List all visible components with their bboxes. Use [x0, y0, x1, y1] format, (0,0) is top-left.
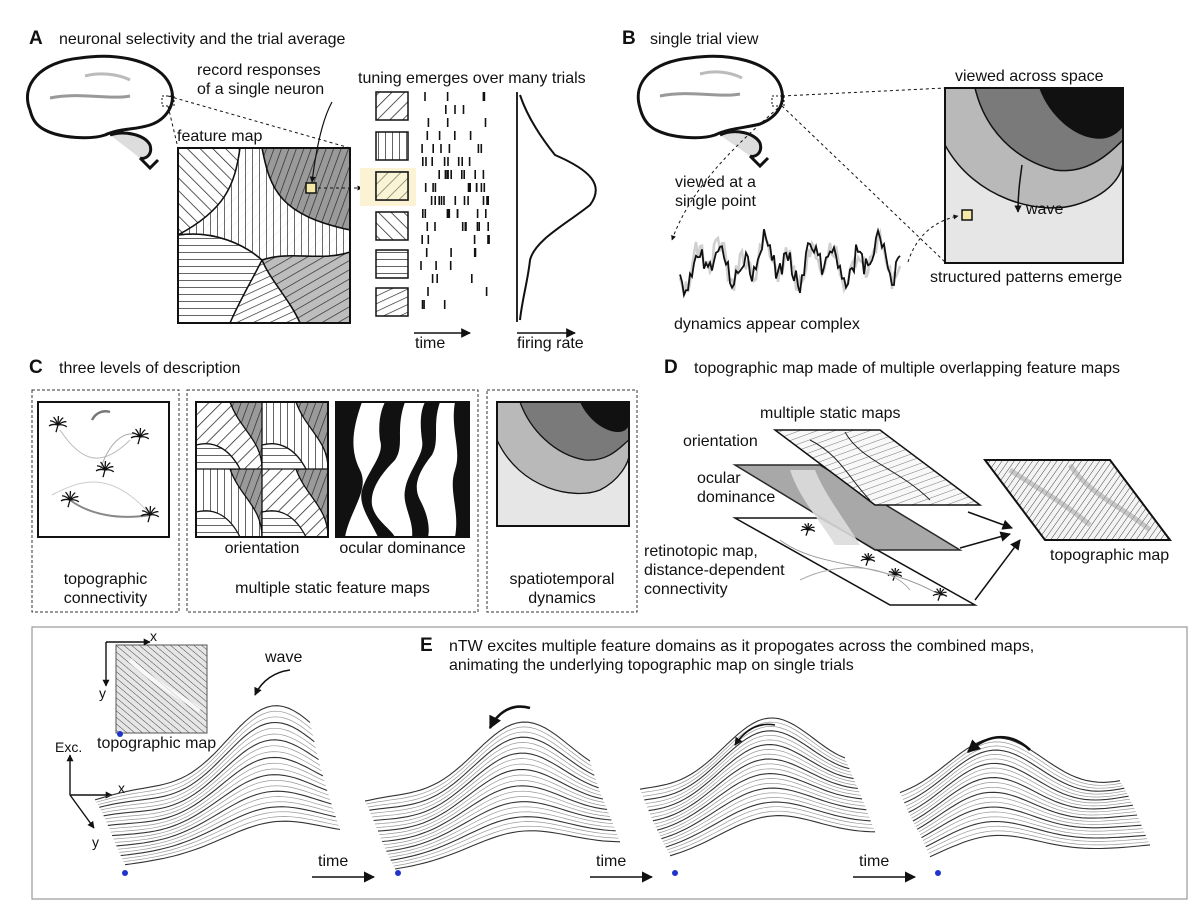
multiple-maps-label: multiple static feature maps	[235, 580, 430, 597]
ocular-label-c: ocular dominance	[339, 540, 466, 557]
neuron-cluster	[800, 522, 948, 601]
reference-dot	[395, 870, 401, 876]
axis-y-inset: y	[99, 685, 106, 701]
panel-a-title: neuronal selectivity and the trial avera…	[59, 31, 346, 48]
panel-d-title: topographic map made of multiple overlap…	[694, 360, 1121, 377]
neuron-icon	[887, 567, 903, 581]
time-label-e3: time	[859, 853, 890, 870]
static-maps-label: multiple static maps	[760, 405, 901, 422]
axis-x: x	[118, 780, 125, 796]
ocular-label-d-line2: dominance	[697, 489, 776, 506]
neuron-icon	[860, 552, 876, 566]
neuron-icon	[48, 415, 68, 433]
reference-dot	[122, 870, 128, 876]
reference-dot	[117, 731, 123, 737]
recorded-point-marker	[961, 209, 973, 221]
wave-surfaces	[94, 705, 1151, 876]
wave-surface	[94, 705, 341, 876]
orientation-layer	[772, 429, 983, 506]
axis-x-inset: x	[150, 628, 157, 644]
panel-a	[26, 54, 597, 338]
topo-connectivity-line2: connectivity	[63, 590, 148, 607]
trace-line	[679, 227, 901, 299]
topo-connectivity-line1: topographic	[63, 571, 148, 588]
complex-label: dynamics appear complex	[674, 316, 860, 333]
ocular-dominance-map	[335, 401, 470, 538]
reference-dot	[935, 870, 941, 876]
spatial-wave-map	[944, 87, 1124, 264]
ocular-label-d-line1: ocular	[697, 470, 741, 487]
retino-line1: retinotopic map,	[644, 543, 758, 560]
single-trial-trace	[678, 227, 902, 299]
orientation-label-c: orientation	[224, 540, 300, 557]
wave-label-e: wave	[265, 649, 303, 666]
panel-d	[732, 429, 1172, 606]
wave-surface	[899, 737, 1151, 876]
dynamics-map	[496, 401, 630, 527]
panel-c-title: three levels of description	[59, 360, 241, 377]
tuning-label: tuning emerges over many trials	[358, 70, 586, 87]
panel-b-letter: B	[622, 28, 636, 49]
panel-c-letter: C	[29, 357, 43, 378]
topo-map-label-d: topographic map	[1050, 547, 1170, 564]
axis-exc: Exc.	[55, 739, 83, 755]
neuron-icon	[95, 460, 115, 478]
brain-icon	[636, 54, 785, 169]
time-label-e2: time	[596, 853, 627, 870]
record-label-line1: record responses	[197, 62, 321, 79]
brain-icon	[26, 54, 175, 171]
connectivity-map	[37, 401, 170, 538]
wave-surface	[639, 717, 876, 876]
neuron-icon	[130, 427, 150, 445]
tuning-curve	[519, 94, 597, 321]
neuron-icon	[800, 522, 816, 536]
combined-topographic-map	[983, 459, 1172, 541]
spike-raster	[420, 92, 490, 309]
panel-c	[31, 389, 638, 613]
structured-label: structured patterns emerge	[930, 269, 1123, 286]
neuron-cluster	[48, 415, 160, 523]
neuron-icon	[140, 505, 160, 523]
retino-line2: distance-dependent	[644, 562, 785, 579]
stimulus-column	[375, 91, 409, 317]
orientation-label-d: orientation	[683, 433, 758, 450]
panel-b-title: single trial view	[650, 31, 759, 48]
panel-e-letter: E	[420, 635, 433, 656]
panel-d-letter: D	[664, 357, 678, 378]
panel-e-title-line2: animating the underlying topographic map…	[449, 657, 854, 674]
panel-e	[31, 626, 1188, 900]
spatiotemporal-line2: dynamics	[528, 590, 596, 607]
wave-surface	[364, 721, 621, 876]
neuron-icon	[60, 490, 80, 508]
panel-a-letter: A	[29, 28, 43, 49]
feature-map-a	[177, 147, 351, 324]
wave-label-b: wave	[1026, 201, 1064, 218]
retino-line3: connectivity	[644, 581, 728, 598]
feature-map-label: feature map	[177, 128, 263, 145]
time-label-a: time	[415, 335, 446, 352]
panel-b	[636, 54, 1124, 299]
across-space-label: viewed across space	[955, 68, 1104, 85]
topo-map-label-e: topographic map	[97, 735, 217, 752]
recorded-neuron-marker	[305, 182, 317, 194]
reference-dot	[672, 870, 678, 876]
single-point-line1: viewed at a	[675, 174, 756, 191]
inset-topographic-map	[115, 644, 208, 734]
orientation-map	[195, 401, 329, 538]
single-point-line2: single point	[675, 193, 756, 210]
panel-e-title-line1: nTW excites multiple feature domains as …	[449, 638, 1035, 655]
spatiotemporal-line1: spatiotemporal	[509, 571, 615, 588]
record-label-line2: of a single neuron	[197, 81, 325, 98]
axis-y: y	[92, 834, 99, 850]
firing-rate-label: firing rate	[517, 335, 584, 352]
time-label-e1: time	[318, 853, 349, 870]
